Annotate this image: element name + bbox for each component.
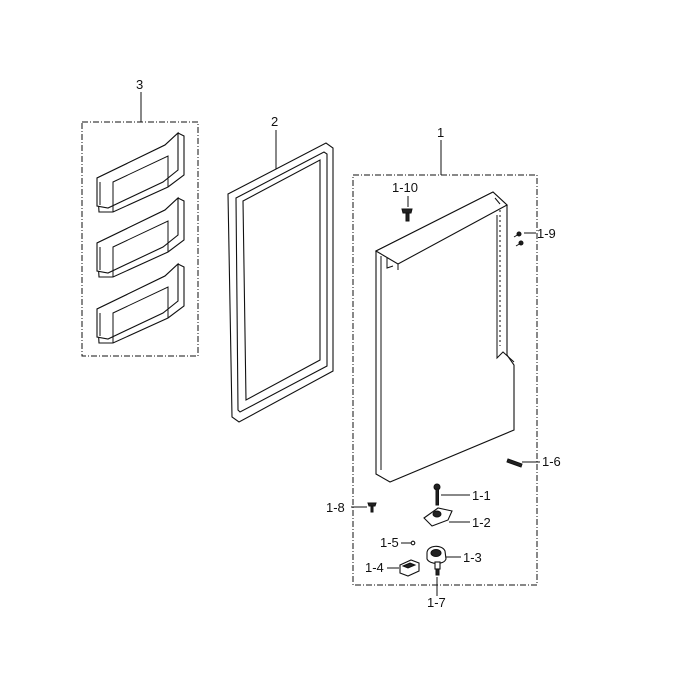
part-1-5-washer [410,540,416,546]
door-assembly-group: 1 1-10 1-9 1-6 [326,125,561,610]
callout-1-10: 1-10 [392,180,418,195]
callout-1-7: 1-7 [427,595,446,610]
part-1-3-cam [426,545,447,565]
callout-1-1: 1-1 [472,488,491,503]
door-top-edge [374,191,508,265]
callout-2: 2 [271,114,278,129]
part-1-1-hinge-pin [433,483,441,506]
part-1-8-screw [367,502,377,513]
part-1-6-spring [506,458,523,468]
callout-1-9: 1-9 [537,226,556,241]
part-1-7-pin [434,561,441,576]
door-bins-group: 3 [81,77,199,357]
callout-3: 3 [136,77,143,92]
callout-1-5: 1-5 [380,535,399,550]
part-1-10-screw [401,208,413,222]
door-assembly-dashed-frame [352,174,538,586]
door-bin-top [96,131,185,213]
part-1-9-screws [513,231,524,247]
callout-1-2: 1-2 [472,515,491,530]
callout-1-3: 1-3 [463,550,482,565]
part-1-2-hinge [423,507,453,527]
callout-1-4: 1-4 [365,560,384,575]
door-gasket-inner [242,159,321,401]
callout-1: 1 [437,125,444,140]
callout-1-8: 1-8 [326,500,345,515]
callout-1-6: 1-6 [542,454,561,469]
door-bin-middle [96,196,185,278]
door-gasket-group: 2 [227,114,334,423]
bins-dashed-frame [81,121,199,357]
part-1-4-block [399,559,420,577]
door-bin-bottom [96,262,185,344]
